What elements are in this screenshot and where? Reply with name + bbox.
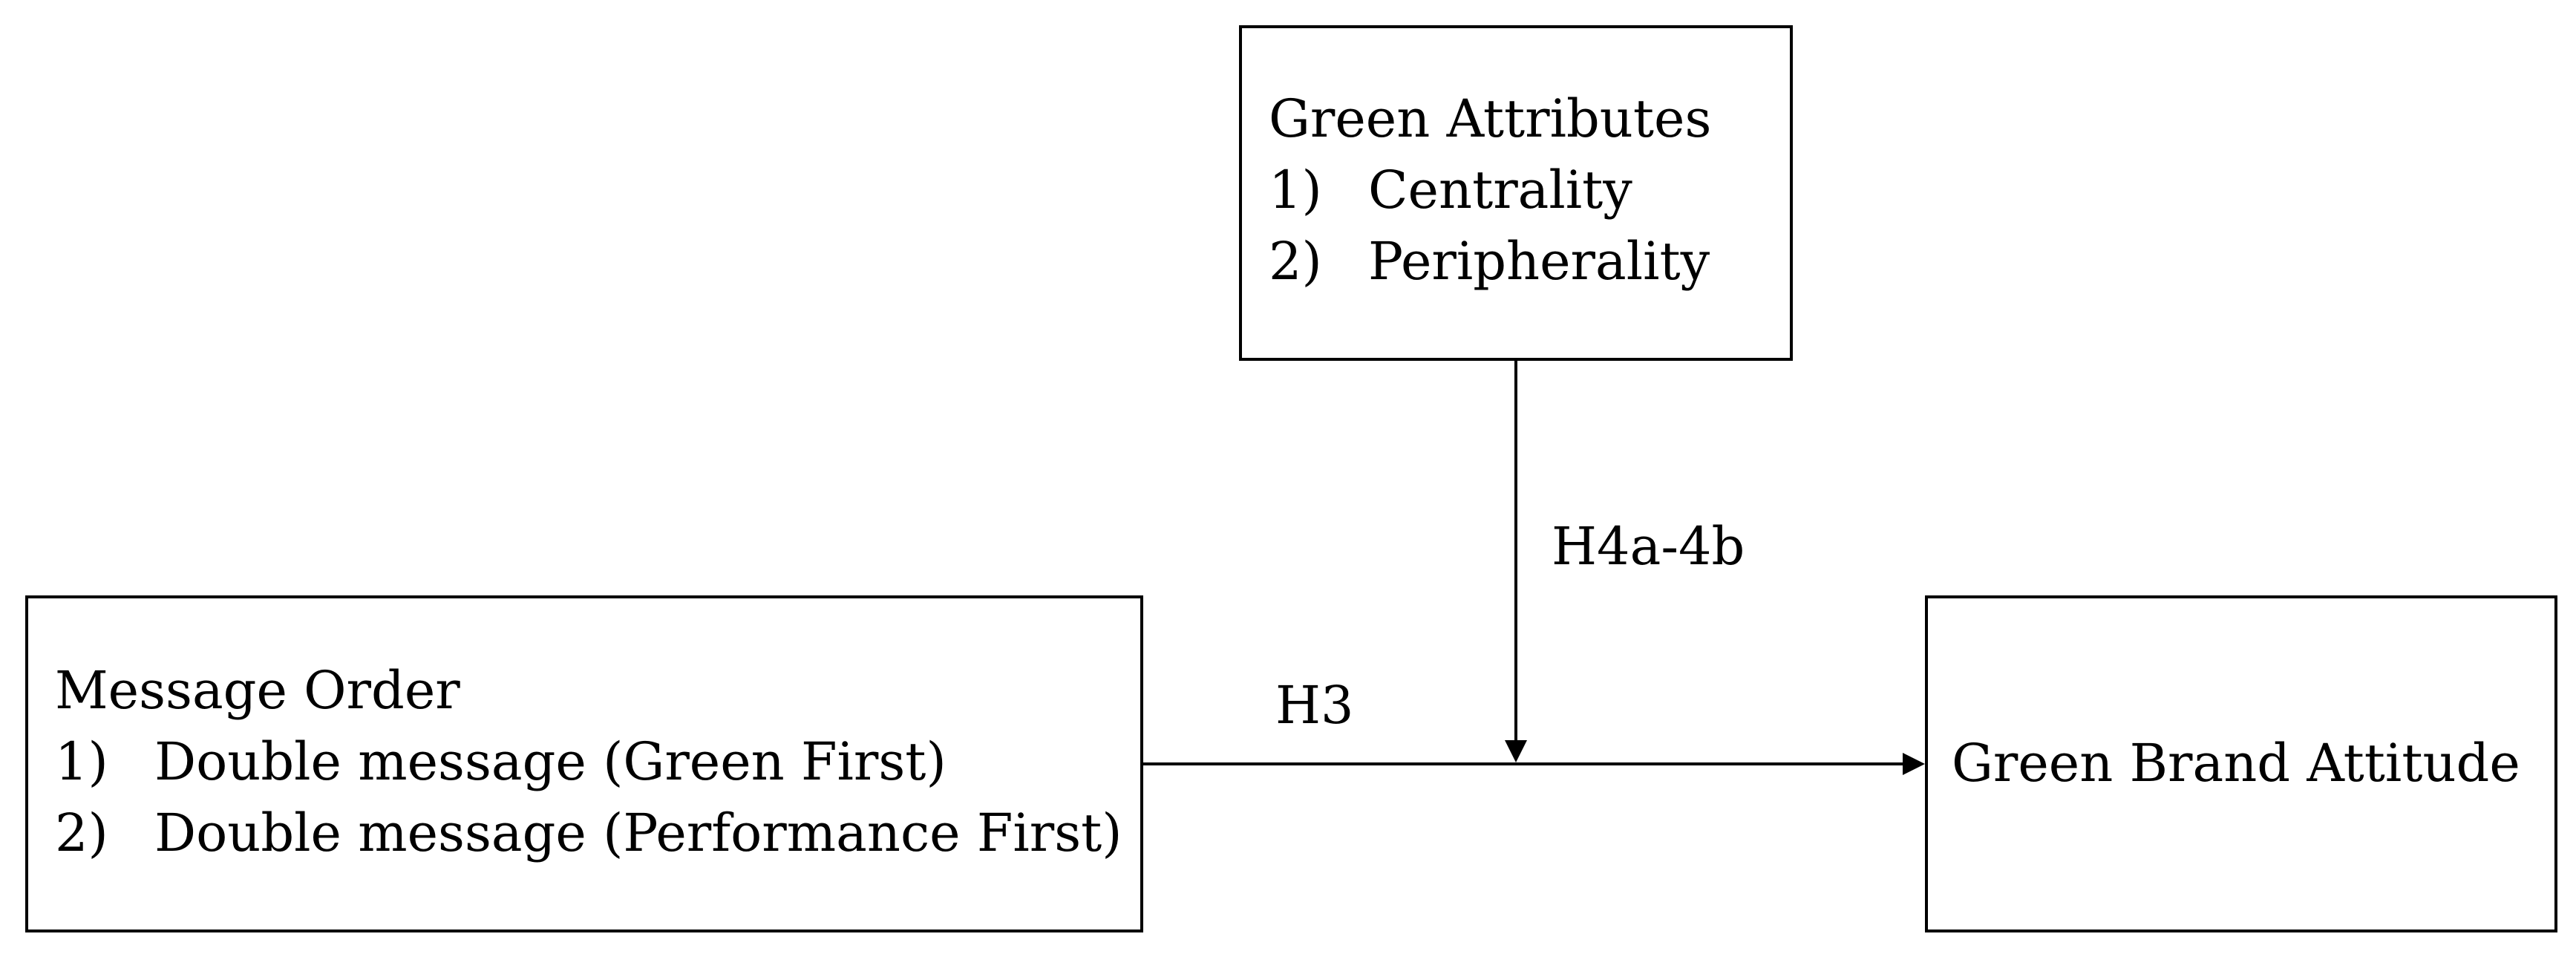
item-text: Peripherality [1368, 231, 1710, 292]
message-order-box: Message Order 1) Double message (Green Fi… [25, 595, 1143, 932]
green-attributes-box: Green Attributes 1) Centrality 2) Peripher… [1239, 25, 1793, 361]
green-brand-attitude-box: Green Brand Attitude [1925, 595, 2557, 932]
item-number: 1) [1269, 160, 1322, 220]
message-order-item-2: 2) Double message (Performance First) [55, 797, 1122, 869]
arrowhead-h3 [1903, 753, 1925, 775]
item-text: Centrality [1368, 160, 1632, 220]
message-order-item-1: 1) Double message (Green First) [55, 726, 947, 797]
item-text: Double message (Green First) [154, 731, 947, 792]
arrowhead-h4 [1505, 740, 1527, 762]
item-number: 2) [55, 803, 108, 863]
green-attributes-item-2: 2) Peripherality [1269, 226, 1710, 297]
green-attributes-title: Green Attributes [1269, 88, 1712, 149]
item-text: Double message (Performance First) [154, 803, 1122, 863]
item-number: 1) [55, 731, 108, 792]
edge-label-h4: H4a-4b [1552, 516, 1745, 577]
edge-label-h3: H3 [1275, 675, 1354, 736]
green-attributes-item-1: 1) Centrality [1269, 154, 1632, 226]
message-order-title: Message Order [55, 660, 460, 721]
green-brand-attitude-title: Green Brand Attitude [1952, 733, 2520, 794]
item-number: 2) [1269, 231, 1322, 292]
